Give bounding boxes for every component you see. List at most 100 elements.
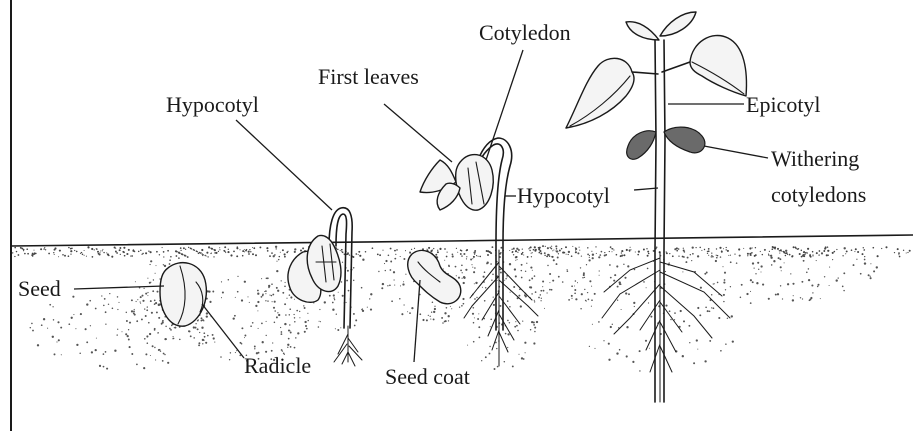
soil-speck	[27, 253, 29, 255]
soil-speck	[103, 353, 105, 355]
soil-speck	[282, 292, 284, 294]
soil-speck	[143, 288, 144, 289]
soil-speck	[572, 246, 573, 247]
soil-speck	[643, 249, 645, 251]
soil-speck	[870, 277, 872, 279]
soil-speck	[752, 247, 753, 248]
soil-speck	[473, 322, 475, 324]
soil-speck	[191, 248, 192, 249]
soil-speck	[340, 250, 341, 251]
soil-speck	[533, 342, 535, 344]
soil-speck	[507, 347, 508, 348]
soil-speck	[809, 255, 811, 257]
soil-speck	[381, 287, 383, 289]
soil-speck	[266, 335, 267, 336]
soil-speck	[236, 255, 238, 257]
soil-speck	[517, 330, 519, 332]
soil-speck	[552, 280, 554, 282]
soil-speck	[547, 265, 548, 266]
soil-speck	[199, 332, 200, 333]
soil-speck	[26, 248, 28, 250]
soil-speck	[285, 314, 287, 316]
soil-speck	[111, 256, 113, 258]
soil-speck	[876, 266, 878, 268]
soil-speck	[844, 247, 846, 249]
soil-speck	[623, 264, 624, 265]
soil-speck	[459, 307, 460, 308]
soil-speck	[630, 247, 631, 248]
soil-speck	[152, 290, 154, 292]
soil-speck	[333, 297, 334, 298]
soil-speck	[154, 329, 156, 331]
soil-speck	[721, 251, 723, 253]
soil-speck	[294, 317, 295, 318]
soil-speck	[496, 348, 497, 349]
soil-speck	[769, 251, 770, 252]
soil-speck	[105, 311, 107, 313]
soil-speck	[120, 250, 121, 251]
soil-speck	[369, 298, 370, 299]
soil-speck	[451, 308, 452, 309]
soil-speck	[422, 319, 424, 321]
soil-speck	[523, 254, 524, 255]
soil-speck	[579, 247, 580, 248]
soil-speck	[446, 256, 448, 258]
soil-speck	[32, 256, 33, 257]
soil-speck	[760, 271, 761, 272]
soil-speck	[284, 303, 286, 305]
soil-speck	[842, 255, 843, 256]
soil-speck	[379, 254, 381, 256]
soil-speck	[461, 264, 463, 266]
soil-speck	[543, 290, 545, 292]
soil-speck	[140, 250, 141, 251]
soil-speck	[70, 253, 71, 254]
soil-speck	[478, 256, 479, 257]
soil-speck	[542, 280, 544, 282]
soil-speck	[170, 256, 172, 258]
soil-speck	[104, 298, 106, 300]
soil-speck	[536, 321, 538, 323]
soil-speck	[348, 290, 350, 292]
soil-speck	[337, 249, 339, 251]
soil-speck	[167, 362, 169, 364]
soil-speck	[853, 264, 855, 266]
soil-speck	[739, 255, 741, 257]
soil-speck	[402, 283, 404, 285]
soil-speck	[388, 255, 390, 257]
soil-speck	[267, 250, 269, 252]
soil-speck	[334, 299, 335, 300]
soil-speck	[611, 248, 612, 249]
soil-speck	[528, 248, 529, 249]
soil-speck	[133, 310, 135, 312]
soil-speck	[518, 249, 520, 251]
soil-speck	[142, 300, 144, 302]
soil-speck	[434, 308, 436, 310]
soil-speck	[271, 295, 272, 296]
soil-speck	[255, 305, 257, 307]
soil-speck	[608, 343, 610, 345]
soil-speck	[140, 296, 142, 298]
soil-speck	[126, 320, 128, 322]
soil-speck	[257, 301, 259, 303]
soil-speck	[547, 292, 548, 293]
soil-speck	[146, 309, 148, 311]
soil-speck	[797, 248, 799, 250]
soil-speck	[719, 247, 721, 249]
soil-speck	[162, 360, 164, 362]
soil-speck	[201, 317, 203, 319]
soil-speck	[206, 312, 208, 314]
soil-speck	[214, 252, 216, 254]
soil-speck	[510, 292, 511, 293]
soil-speck	[707, 253, 708, 254]
soil-speck	[265, 300, 266, 301]
soil-speck	[338, 292, 339, 293]
soil-speck	[793, 246, 795, 248]
soil-speck	[700, 287, 702, 289]
soil-speck	[517, 252, 518, 253]
soil-speck	[58, 339, 60, 341]
soil-speck	[669, 310, 671, 312]
soil-speck	[647, 251, 649, 253]
soil-speck	[358, 251, 360, 253]
soil-speck	[116, 334, 117, 335]
soil-speck	[832, 252, 834, 254]
